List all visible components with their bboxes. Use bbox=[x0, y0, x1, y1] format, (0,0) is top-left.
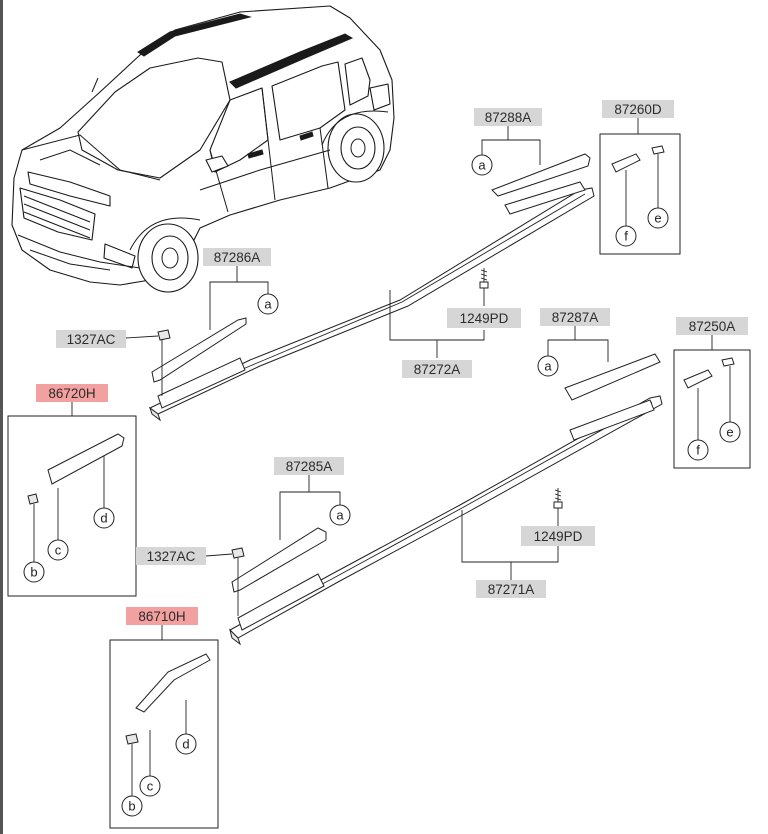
callout-c-86710h: c bbox=[139, 775, 161, 797]
label-1327ac-lower-text: 1327AC bbox=[147, 549, 196, 564]
label-87271a-text: 87271A bbox=[488, 582, 535, 597]
label-86710h: 86710H bbox=[126, 607, 198, 625]
svg-text:a: a bbox=[544, 359, 552, 374]
callout-b-86710h: b bbox=[121, 795, 143, 817]
label-87286a-text: 87286A bbox=[214, 250, 261, 265]
callout-f-87260d: f bbox=[615, 225, 637, 247]
svg-text:a: a bbox=[336, 508, 344, 523]
left-border bbox=[0, 0, 3, 834]
label-87271a: 87271A bbox=[476, 580, 546, 598]
upper-rail-assembly bbox=[149, 153, 595, 422]
label-87288a-text: 87288A bbox=[485, 110, 532, 125]
callout-a-upper-front: a bbox=[257, 293, 279, 315]
svg-text:f: f bbox=[624, 229, 628, 244]
callout-e-87260d: e bbox=[647, 207, 669, 229]
callout-a-lower-front: a bbox=[329, 504, 351, 526]
label-87288a: 87288A bbox=[474, 108, 542, 126]
label-87250a: 87250A bbox=[676, 317, 748, 335]
label-1249pd-lower-text: 1249PD bbox=[534, 529, 583, 544]
label-1249pd-lower: 1249PD bbox=[521, 526, 595, 546]
label-1249pd-upper: 1249PD bbox=[447, 308, 521, 328]
callout-f-87250a: f bbox=[687, 439, 709, 461]
svg-text:a: a bbox=[264, 297, 272, 312]
label-1327ac-upper-text: 1327AC bbox=[67, 332, 116, 347]
leader-lines bbox=[71, 118, 713, 640]
svg-text:b: b bbox=[30, 565, 37, 580]
svg-text:c: c bbox=[55, 543, 62, 558]
callout-b-86720h: b bbox=[23, 561, 45, 583]
label-86720h: 86720H bbox=[36, 384, 108, 402]
label-1327ac-lower: 1327AC bbox=[136, 547, 206, 565]
label-87287a-text: 87287A bbox=[552, 310, 599, 325]
svg-text:e: e bbox=[654, 211, 661, 226]
svg-text:a: a bbox=[478, 158, 486, 173]
label-87260d: 87260D bbox=[602, 100, 674, 118]
svg-text:e: e bbox=[726, 425, 733, 440]
label-87272a: 87272A bbox=[402, 360, 472, 378]
callout-a-upper-rear: a bbox=[471, 154, 493, 176]
callout-d-86710h: d bbox=[175, 733, 197, 755]
svg-text:f: f bbox=[696, 443, 700, 458]
svg-text:d: d bbox=[182, 737, 189, 752]
callout-e-87250a: e bbox=[719, 421, 741, 443]
vehicle-illustration bbox=[11, 5, 395, 293]
label-87286a: 87286A bbox=[203, 248, 271, 266]
label-87250a-text: 87250A bbox=[689, 319, 736, 334]
callout-a-lower-rear: a bbox=[537, 355, 559, 377]
label-1249pd-upper-text: 1249PD bbox=[460, 311, 509, 326]
label-86720h-text: 86720H bbox=[48, 386, 95, 401]
svg-text:c: c bbox=[147, 779, 154, 794]
label-1327ac-upper: 1327AC bbox=[56, 330, 126, 348]
detail-box-86720h bbox=[7, 415, 137, 597]
label-87272a-text: 87272A bbox=[414, 362, 461, 377]
svg-text:b: b bbox=[128, 799, 135, 814]
label-86710h-text: 86710H bbox=[138, 609, 185, 624]
detail-box-87260d bbox=[599, 133, 681, 255]
label-87285a-text: 87285A bbox=[286, 459, 333, 474]
label-87260d-text: 87260D bbox=[614, 102, 662, 117]
label-87285a: 87285A bbox=[274, 457, 344, 475]
label-87287a: 87287A bbox=[540, 308, 610, 326]
detail-box-87250a bbox=[673, 349, 751, 469]
callout-d-86720h: d bbox=[93, 507, 115, 529]
callout-c-86720h: c bbox=[47, 539, 69, 561]
svg-text:d: d bbox=[100, 511, 107, 526]
lower-rail-assembly bbox=[229, 353, 663, 646]
